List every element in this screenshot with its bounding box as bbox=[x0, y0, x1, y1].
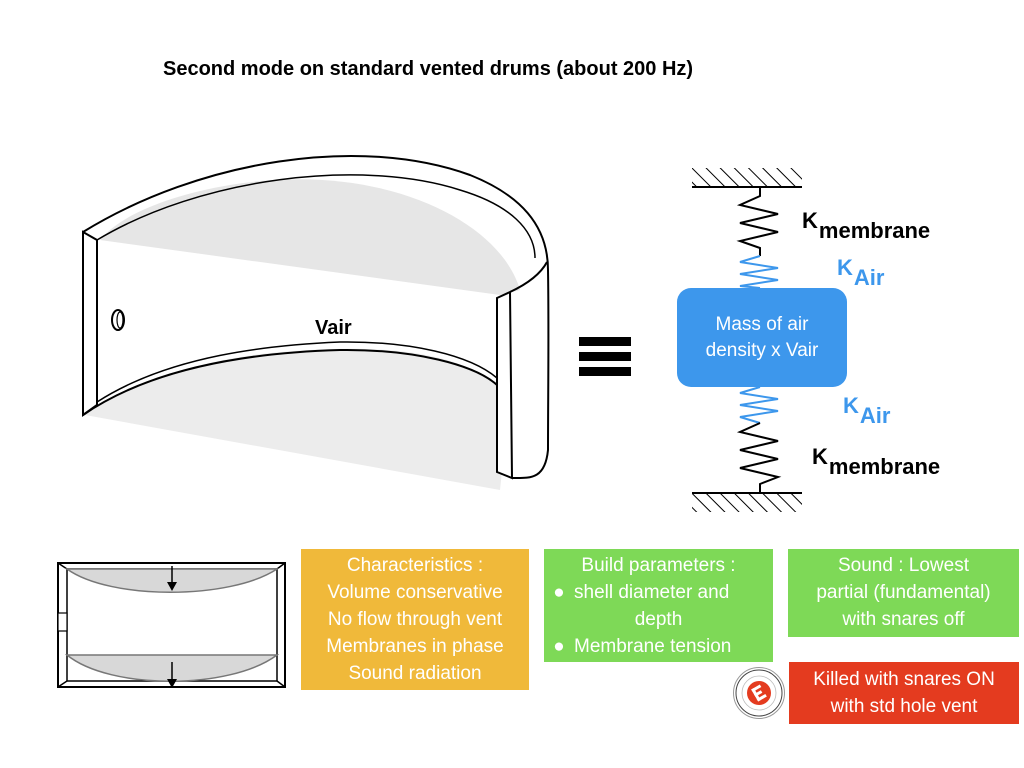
spring-membrane-top-icon bbox=[736, 187, 779, 256]
e-logo-badge bbox=[733, 667, 785, 719]
k-symbol: K bbox=[837, 255, 853, 280]
mass-of-air-box: Mass of air density x Vair bbox=[677, 288, 847, 387]
sound-line: Sound : Lowest bbox=[838, 555, 969, 576]
vent-slot-icon bbox=[57, 612, 68, 632]
k-subscript: membrane bbox=[818, 218, 931, 243]
hatched-ground-bottom-icon bbox=[692, 492, 802, 512]
spring-air-top-icon bbox=[739, 255, 779, 289]
drum-interior-top-shade bbox=[100, 179, 520, 295]
arrow-down-top-icon bbox=[167, 566, 177, 591]
k-subscript: Air bbox=[853, 265, 885, 290]
cross-section-diagram bbox=[57, 562, 286, 688]
spring-membrane-bottom-icon bbox=[736, 422, 782, 493]
k-symbol: K bbox=[802, 208, 818, 233]
equivalence-icon bbox=[579, 337, 631, 376]
killed-line: Killed with snares ON bbox=[813, 669, 995, 690]
k-air-top-label: KAir bbox=[837, 255, 884, 289]
mass-box-line-1: Mass of air bbox=[715, 313, 809, 335]
k-membrane-top-label: Kmembrane bbox=[802, 208, 930, 242]
drum-right-wall bbox=[509, 261, 548, 293]
sound-line: with snares off bbox=[842, 609, 965, 630]
build-parameter-item-continuation: depth bbox=[544, 606, 773, 633]
build-parameters-box: Build parameters : ● shell diameter and d… bbox=[544, 549, 773, 662]
build-parameter-text: shell diameter and bbox=[574, 582, 730, 603]
k-subscript: Air bbox=[859, 403, 891, 428]
drum-left-shell bbox=[82, 230, 98, 417]
k-symbol: K bbox=[812, 444, 828, 469]
characteristics-item: No flow through vent bbox=[327, 609, 503, 630]
drum-half-shell bbox=[82, 155, 550, 490]
mass-box-line-2: density x Vair bbox=[705, 339, 819, 361]
drum-top-rim-outer bbox=[82, 155, 550, 480]
sound-line: partial (fundamental) bbox=[816, 582, 991, 603]
drum-volume-label: Vair bbox=[315, 317, 352, 339]
drum-interior-bottom-shade bbox=[85, 348, 510, 490]
killed-box: Killed with snares ON with std hole vent bbox=[789, 662, 1019, 724]
k-symbol: K bbox=[843, 393, 859, 418]
characteristics-item: Volume conservative bbox=[327, 582, 503, 603]
bullet-icon: ● bbox=[553, 582, 565, 603]
characteristics-heading: Characteristics : bbox=[346, 555, 484, 576]
arrow-down-bottom-icon bbox=[167, 662, 177, 688]
bullet-icon: ● bbox=[553, 636, 565, 657]
killed-line: with std hole vent bbox=[830, 696, 978, 717]
build-parameter-item: ● Membrane tension bbox=[544, 633, 773, 660]
characteristics-box: Characteristics : Volume conservative No… bbox=[301, 549, 529, 690]
drum-bottom-membrane-outer bbox=[82, 348, 498, 416]
build-parameter-item: ● shell diameter and bbox=[544, 579, 773, 606]
k-air-bottom-label: KAir bbox=[843, 393, 890, 427]
drum-right-shell bbox=[496, 290, 514, 480]
diagram-title: Second mode on standard vented drums (ab… bbox=[163, 58, 694, 80]
build-parameter-text: depth bbox=[634, 609, 683, 630]
build-parameters-heading: Build parameters : bbox=[581, 555, 736, 576]
k-membrane-bottom-label: Kmembrane bbox=[812, 444, 940, 478]
e-logo-icon bbox=[735, 669, 783, 717]
spring-air-bottom-icon bbox=[739, 386, 779, 424]
vent-hole-icon bbox=[111, 309, 125, 331]
characteristics-item: Sound radiation bbox=[348, 663, 482, 684]
characteristics-item: Membranes in phase bbox=[326, 636, 504, 657]
drum-top-rim-inner bbox=[96, 174, 536, 259]
hatched-ground-top-icon bbox=[692, 168, 802, 188]
build-parameter-text: Membrane tension bbox=[574, 636, 732, 657]
sound-box: Sound : Lowest partial (fundamental) wit… bbox=[788, 549, 1019, 637]
k-subscript: membrane bbox=[828, 454, 941, 479]
drum-bottom-membrane-inner bbox=[96, 341, 498, 403]
